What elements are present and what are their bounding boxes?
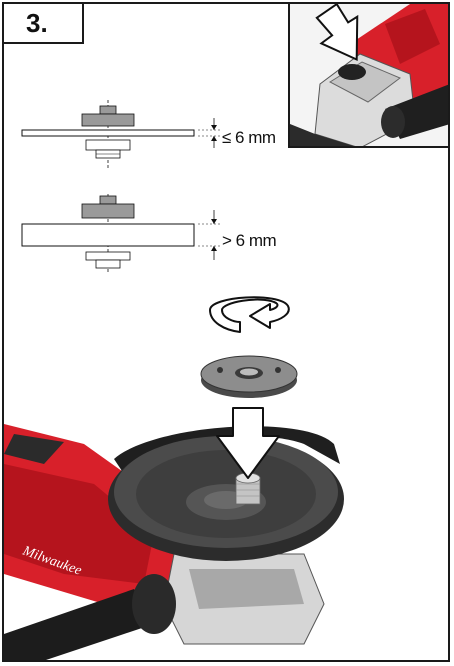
thick-disc-diagram [21, 194, 220, 274]
flange-nut-illustration [200, 355, 298, 398]
grinder-illustration: Milwaukee [4, 424, 344, 660]
instruction-panel: 3. [2, 2, 450, 662]
rotate-arrow-icon [209, 296, 290, 333]
thin-disc-diagram [21, 100, 220, 170]
spindle-lock-illustration [290, 4, 448, 146]
press-arrow-icon [315, 4, 359, 62]
spindle-lock-inset [288, 4, 448, 148]
thin-disc-label: ≤ 6 mm [222, 128, 276, 147]
down-arrow-icon [216, 407, 280, 479]
thick-disc-label: > 6 mm [222, 231, 277, 250]
step-number: 3. [4, 4, 84, 44]
